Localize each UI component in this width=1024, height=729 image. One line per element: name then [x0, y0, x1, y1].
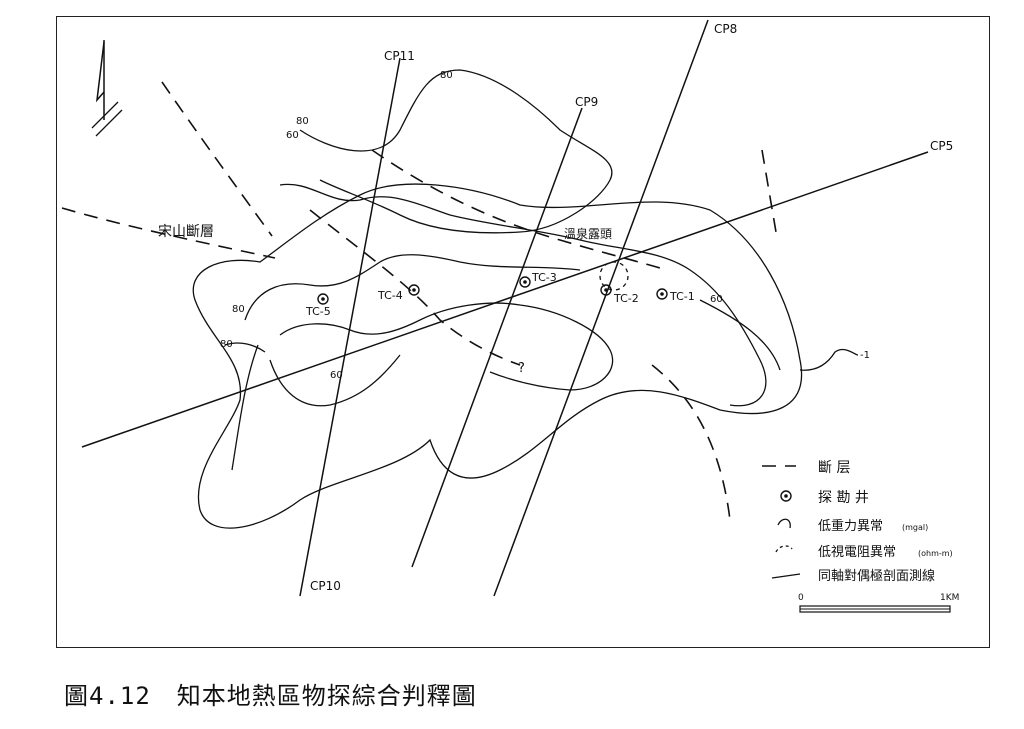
contour-label: -1	[860, 350, 870, 361]
fault-nw	[161, 81, 273, 237]
area-name-label: 溫泉露頭	[564, 227, 612, 241]
legend-fault-label: 斷 层	[818, 460, 850, 476]
fault-central	[371, 149, 661, 269]
fault-southeast	[651, 364, 731, 521]
legend-resistivity-symbol	[775, 545, 793, 553]
legend-well-label: 探 勘 井	[818, 490, 869, 506]
profile-line-cp5	[81, 151, 929, 448]
well-icon	[519, 276, 531, 288]
well-icon	[317, 293, 329, 305]
profile-line-cp8	[493, 19, 709, 597]
well-icon	[600, 284, 612, 296]
contour-east	[699, 299, 781, 371]
contour-inner-3	[279, 302, 614, 391]
map-frame	[56, 16, 990, 648]
contour-east-tail	[799, 348, 859, 371]
legend-gravity-label: 低重力異常	[818, 518, 883, 534]
hot-spring-outline	[599, 261, 629, 291]
contour-label: 80	[232, 304, 245, 315]
contour-label: 80	[440, 70, 453, 81]
contour-west-tail	[224, 342, 266, 353]
legend-gravity-unit: (mgal)	[902, 523, 928, 532]
faults	[61, 81, 777, 521]
figure-caption: 圖4.12 知本地熱區物探綜合判釋圖	[64, 676, 477, 711]
gravity-contours	[192, 69, 859, 529]
well-icon	[408, 284, 420, 296]
contour-label: 80	[296, 116, 309, 127]
contour-north	[299, 69, 613, 234]
well-tc5: TC-5	[305, 293, 331, 318]
north-arrow-icon	[91, 40, 123, 137]
profile-line-cp10	[299, 57, 401, 597]
legend: 斷 层 探 勘 井 低重力異常 (mgal) 低視電阻異常 (ohm-m) 同軸…	[762, 460, 953, 584]
well-tc2: TC-2	[600, 284, 639, 305]
scale-bar: 0 1KM	[798, 593, 959, 613]
well-label: TC-1	[669, 290, 695, 303]
legend-survey-symbol	[771, 573, 801, 579]
legend-resistivity-label: 低視電阻異常	[818, 545, 896, 560]
contour-label: 60	[710, 294, 723, 305]
well-tc4: TC-4	[377, 284, 420, 302]
well-label: TC-3	[531, 271, 557, 284]
profile-label-cp8: CP8	[714, 22, 737, 36]
scale-end-label: 1KM	[940, 593, 959, 603]
fault-name-label: 宋山斷層	[158, 224, 214, 240]
profile-lines	[81, 19, 929, 597]
figure-number: 圖4.12	[64, 682, 151, 710]
profile-label-cp11: CP11	[384, 49, 415, 63]
legend-well-icon	[780, 490, 792, 502]
contour-label: 60	[330, 370, 343, 381]
legend-survey-label: 同軸對偶極剖面測線	[818, 568, 935, 584]
contour-sw	[231, 344, 259, 471]
well-tc1: TC-1	[656, 288, 695, 303]
legend-gravity-symbol	[777, 518, 791, 529]
legend-resistivity-unit: (ohm-m)	[918, 549, 953, 558]
profile-label-cp9: CP9	[575, 95, 598, 109]
scale-start-label: 0	[798, 593, 804, 603]
well-icon	[656, 288, 668, 300]
contour-inner-2	[244, 254, 581, 321]
contour-inner-4	[269, 354, 401, 407]
contour-inner-1	[279, 183, 767, 407]
fault-east-vertical	[761, 149, 777, 233]
question-mark-label: ?	[518, 361, 525, 376]
profile-line-cp9	[411, 107, 583, 568]
well-tc3: TC-3	[519, 271, 557, 288]
well-label: TC-2	[613, 292, 639, 305]
figure-title: 知本地熱區物探綜合判釋圖	[176, 682, 477, 710]
profile-label-cp10: CP10	[310, 579, 341, 593]
contour-label: 80	[220, 339, 233, 350]
contour-label: 60	[286, 130, 299, 141]
well-label: TC-4	[377, 289, 403, 302]
well-label: TC-5	[305, 305, 331, 318]
fault-songshan	[61, 207, 276, 259]
fault-diagonal	[309, 209, 521, 366]
profile-label-cp5: CP5	[930, 139, 953, 153]
